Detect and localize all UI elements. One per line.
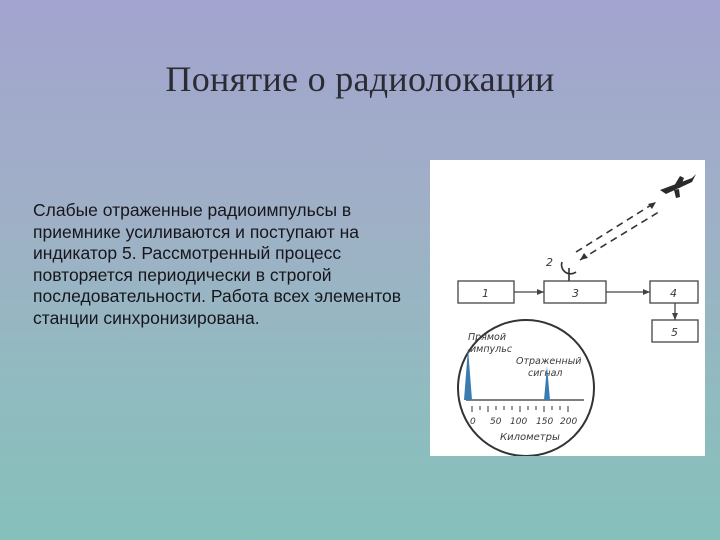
- airplane-icon: [660, 174, 696, 198]
- tick-150: 150: [536, 417, 553, 427]
- tick-0: 0: [470, 417, 476, 427]
- block-1-label: 1: [482, 287, 489, 300]
- direct-pulse-label-1: Прямой: [468, 332, 506, 343]
- block-4-label: 4: [670, 287, 677, 300]
- arrow-heads: [580, 202, 656, 260]
- pulse-arrows: [575, 201, 663, 261]
- tick-200: 200: [560, 417, 577, 427]
- block-3-label: 3: [572, 287, 579, 300]
- tick-50: 50: [490, 417, 502, 427]
- radar-diagram-svg: 2 1 3 4 5: [457, 174, 699, 456]
- reflected-pulse: [544, 366, 550, 400]
- direct-pulse-label-2: импульс: [470, 344, 513, 355]
- reflected-label-2: сигнал: [528, 368, 563, 379]
- scale-ticks: [471, 406, 569, 412]
- slide-paragraph: Слабые отраженные радиоимпульсы в приемн…: [33, 200, 402, 328]
- direct-pulse: [464, 348, 472, 400]
- antenna-label: 2: [546, 256, 553, 269]
- block-5-label: 5: [671, 326, 678, 339]
- reflected-label-1: Отраженный: [516, 356, 581, 367]
- tick-100: 100: [510, 417, 527, 427]
- radar-diagram: 2 1 3 4 5: [430, 160, 705, 456]
- indicator-screen: [457, 319, 595, 456]
- axis-title: Километры: [500, 432, 560, 443]
- slide-title: Понятие о радиолокации: [165, 59, 555, 99]
